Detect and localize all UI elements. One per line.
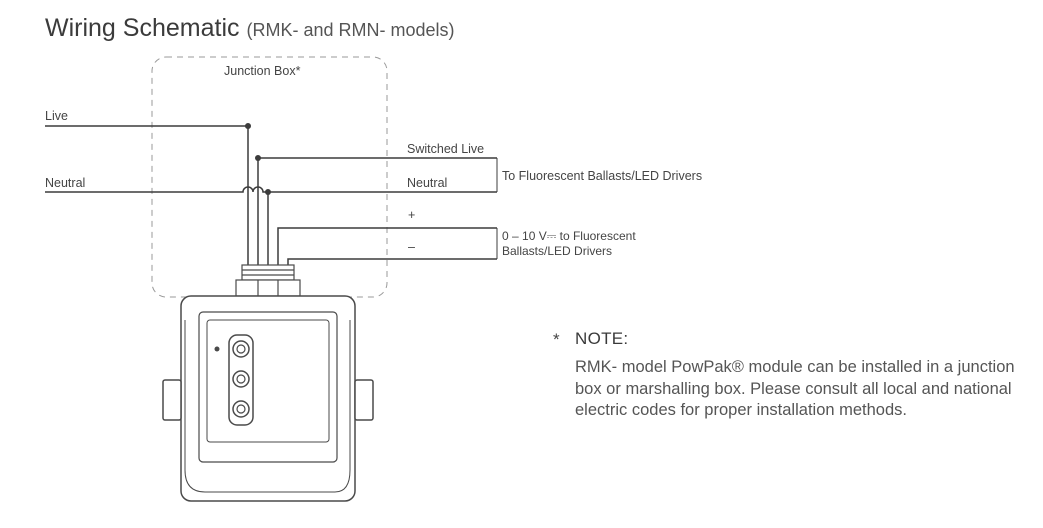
switched-live-label: Switched Live (407, 142, 485, 156)
schematic-title: Wiring Schematic (RMK- and RMN- models) (45, 14, 454, 43)
live-label: Live (45, 109, 68, 123)
minus-label: – (408, 240, 415, 254)
junction-box-label: Junction Box* (224, 64, 301, 78)
control-plus-wire (277, 227, 497, 265)
note-heading: NOTE: (575, 329, 629, 348)
button-1-inner-icon (236, 344, 246, 354)
button-3-inner-icon (236, 404, 246, 414)
status-led-icon (214, 346, 220, 352)
button-2-inner-icon (236, 374, 246, 384)
plus-label: + (408, 208, 416, 222)
button-1-icon[interactable] (232, 340, 250, 358)
button-2-icon[interactable] (232, 370, 250, 388)
button-3-icon[interactable] (232, 400, 250, 418)
neutral-right-label: Neutral (407, 176, 448, 190)
title-sub: (RMK- and RMN- models) (246, 20, 455, 40)
title-main: Wiring Schematic (45, 14, 240, 42)
control-minus-wire (287, 258, 497, 265)
threaded-nipple (235, 264, 301, 297)
note-asterisk: * (553, 330, 560, 349)
note-body: RMK- model PowPak® module can be install… (575, 358, 1015, 419)
neutral-left-label: Neutral (45, 176, 86, 190)
neutral-wire (45, 186, 497, 193)
control-output-line1: 0 – 10 V⎓ to Fluorescent (502, 229, 636, 243)
control-output-line2: Ballasts/LED Drivers (502, 244, 613, 258)
powpak-module (162, 295, 374, 502)
ballast-output-label: To Fluorescent Ballasts/LED Drivers (502, 169, 703, 183)
junction-box-outline (151, 56, 388, 298)
